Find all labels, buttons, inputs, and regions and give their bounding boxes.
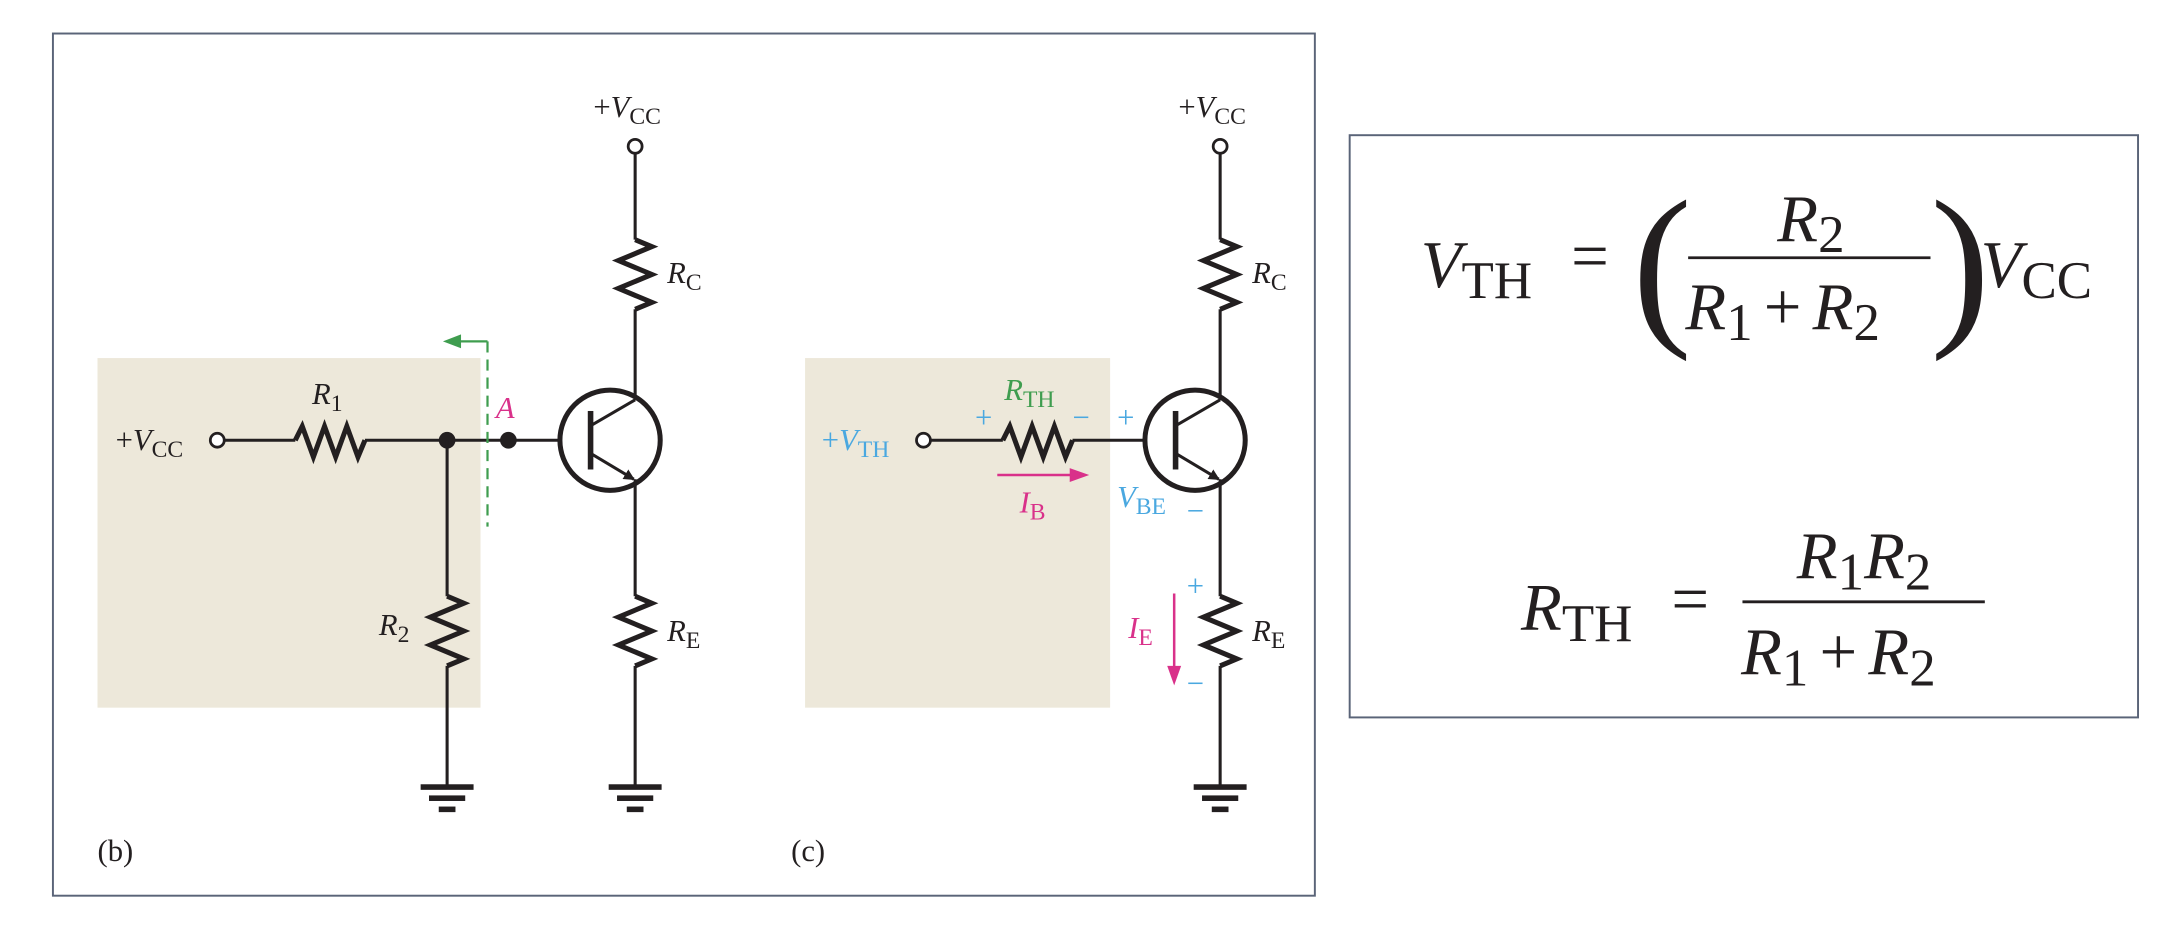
resistor-rth	[1000, 418, 1075, 465]
rth-denominator: R1+R2	[1740, 615, 1936, 697]
ground-icon	[1193, 784, 1247, 813]
thevenin-region-b	[97, 358, 481, 708]
rth-equals: =	[1671, 562, 1709, 636]
rth-label: RTH	[1003, 373, 1054, 413]
vcc-terminal-top-c	[1211, 137, 1229, 155]
vth-label: +VTH	[822, 423, 890, 463]
vth-numerator: R2	[1776, 182, 1844, 264]
re-plus-sign: +	[1187, 569, 1204, 603]
vbe-plus-sign: +	[1117, 401, 1134, 435]
ground-icon	[608, 784, 662, 813]
rth-minus-sign: −	[1072, 401, 1089, 435]
rc-label-b: RC	[666, 256, 702, 296]
rth-lhs: RTH	[1520, 571, 1632, 653]
node-a-dot	[500, 431, 517, 449]
thevenin-region-c	[805, 358, 1111, 708]
resistor-r1	[293, 418, 368, 465]
arrow-down-icon	[1167, 665, 1182, 686]
vth-equation: VTH = ( R2 R1+R2 ) VCC	[1421, 164, 2092, 362]
vbe-label: VBE	[1117, 480, 1166, 520]
equation-frame	[1348, 134, 2140, 719]
vcc-label-left: +VCC	[116, 423, 184, 463]
npn-transistor-c	[1142, 387, 1248, 493]
ie-label: IE	[1127, 611, 1153, 651]
ground-icon	[420, 784, 474, 813]
vcc-label-top-c: +VCC	[1178, 90, 1246, 130]
vcc-terminal-top-b	[626, 137, 644, 155]
resistor-r2	[423, 593, 471, 669]
vth-lhs: VTH	[1421, 228, 1532, 310]
resistor-re-b	[611, 593, 659, 669]
vbe-minus-sign: −	[1187, 494, 1204, 528]
rth-plus-sign: +	[975, 401, 992, 435]
vth-equals: =	[1571, 220, 1609, 294]
npn-transistor-b	[557, 387, 663, 493]
rth-equation: RTH = R1R2 R1+R2	[1520, 519, 1985, 697]
ib-label: IB	[1019, 486, 1046, 526]
re-label-b: RE	[666, 614, 700, 654]
rc-label-c: RC	[1251, 256, 1287, 296]
node-a-label: A	[494, 391, 515, 425]
re-label-c: RE	[1251, 614, 1285, 654]
figure-c: +VCC +VTH RTH + − + IB VBE − + − IE RC R…	[791, 90, 1287, 868]
r2-label: R2	[378, 608, 410, 648]
vcc-label-top-b: +VCC	[593, 90, 661, 130]
re-minus-sign: −	[1187, 667, 1204, 701]
vcc-terminal-left	[208, 431, 226, 449]
r1-label: R1	[311, 377, 343, 417]
vth-right-paren: )	[1931, 164, 1990, 362]
circuit-frame	[51, 32, 1316, 897]
rth-numerator: R1R2	[1796, 519, 1932, 601]
vth-vcc: VCC	[1981, 228, 2092, 310]
resistor-rc-c	[1196, 237, 1244, 312]
resistor-rc-b	[611, 237, 659, 312]
figure-b: +VCC +VCC R1 R2 RC RE A (b)	[97, 90, 701, 868]
arrow-left-icon	[442, 334, 462, 349]
caption-b: (b)	[97, 834, 133, 868]
caption-c: (c)	[791, 834, 825, 868]
arrow-right-icon	[1069, 468, 1090, 483]
vth-denominator: R1+R2	[1684, 270, 1880, 352]
resistor-re-c	[1196, 593, 1244, 669]
vth-terminal	[915, 431, 932, 449]
vth-left-paren: (	[1632, 164, 1691, 362]
